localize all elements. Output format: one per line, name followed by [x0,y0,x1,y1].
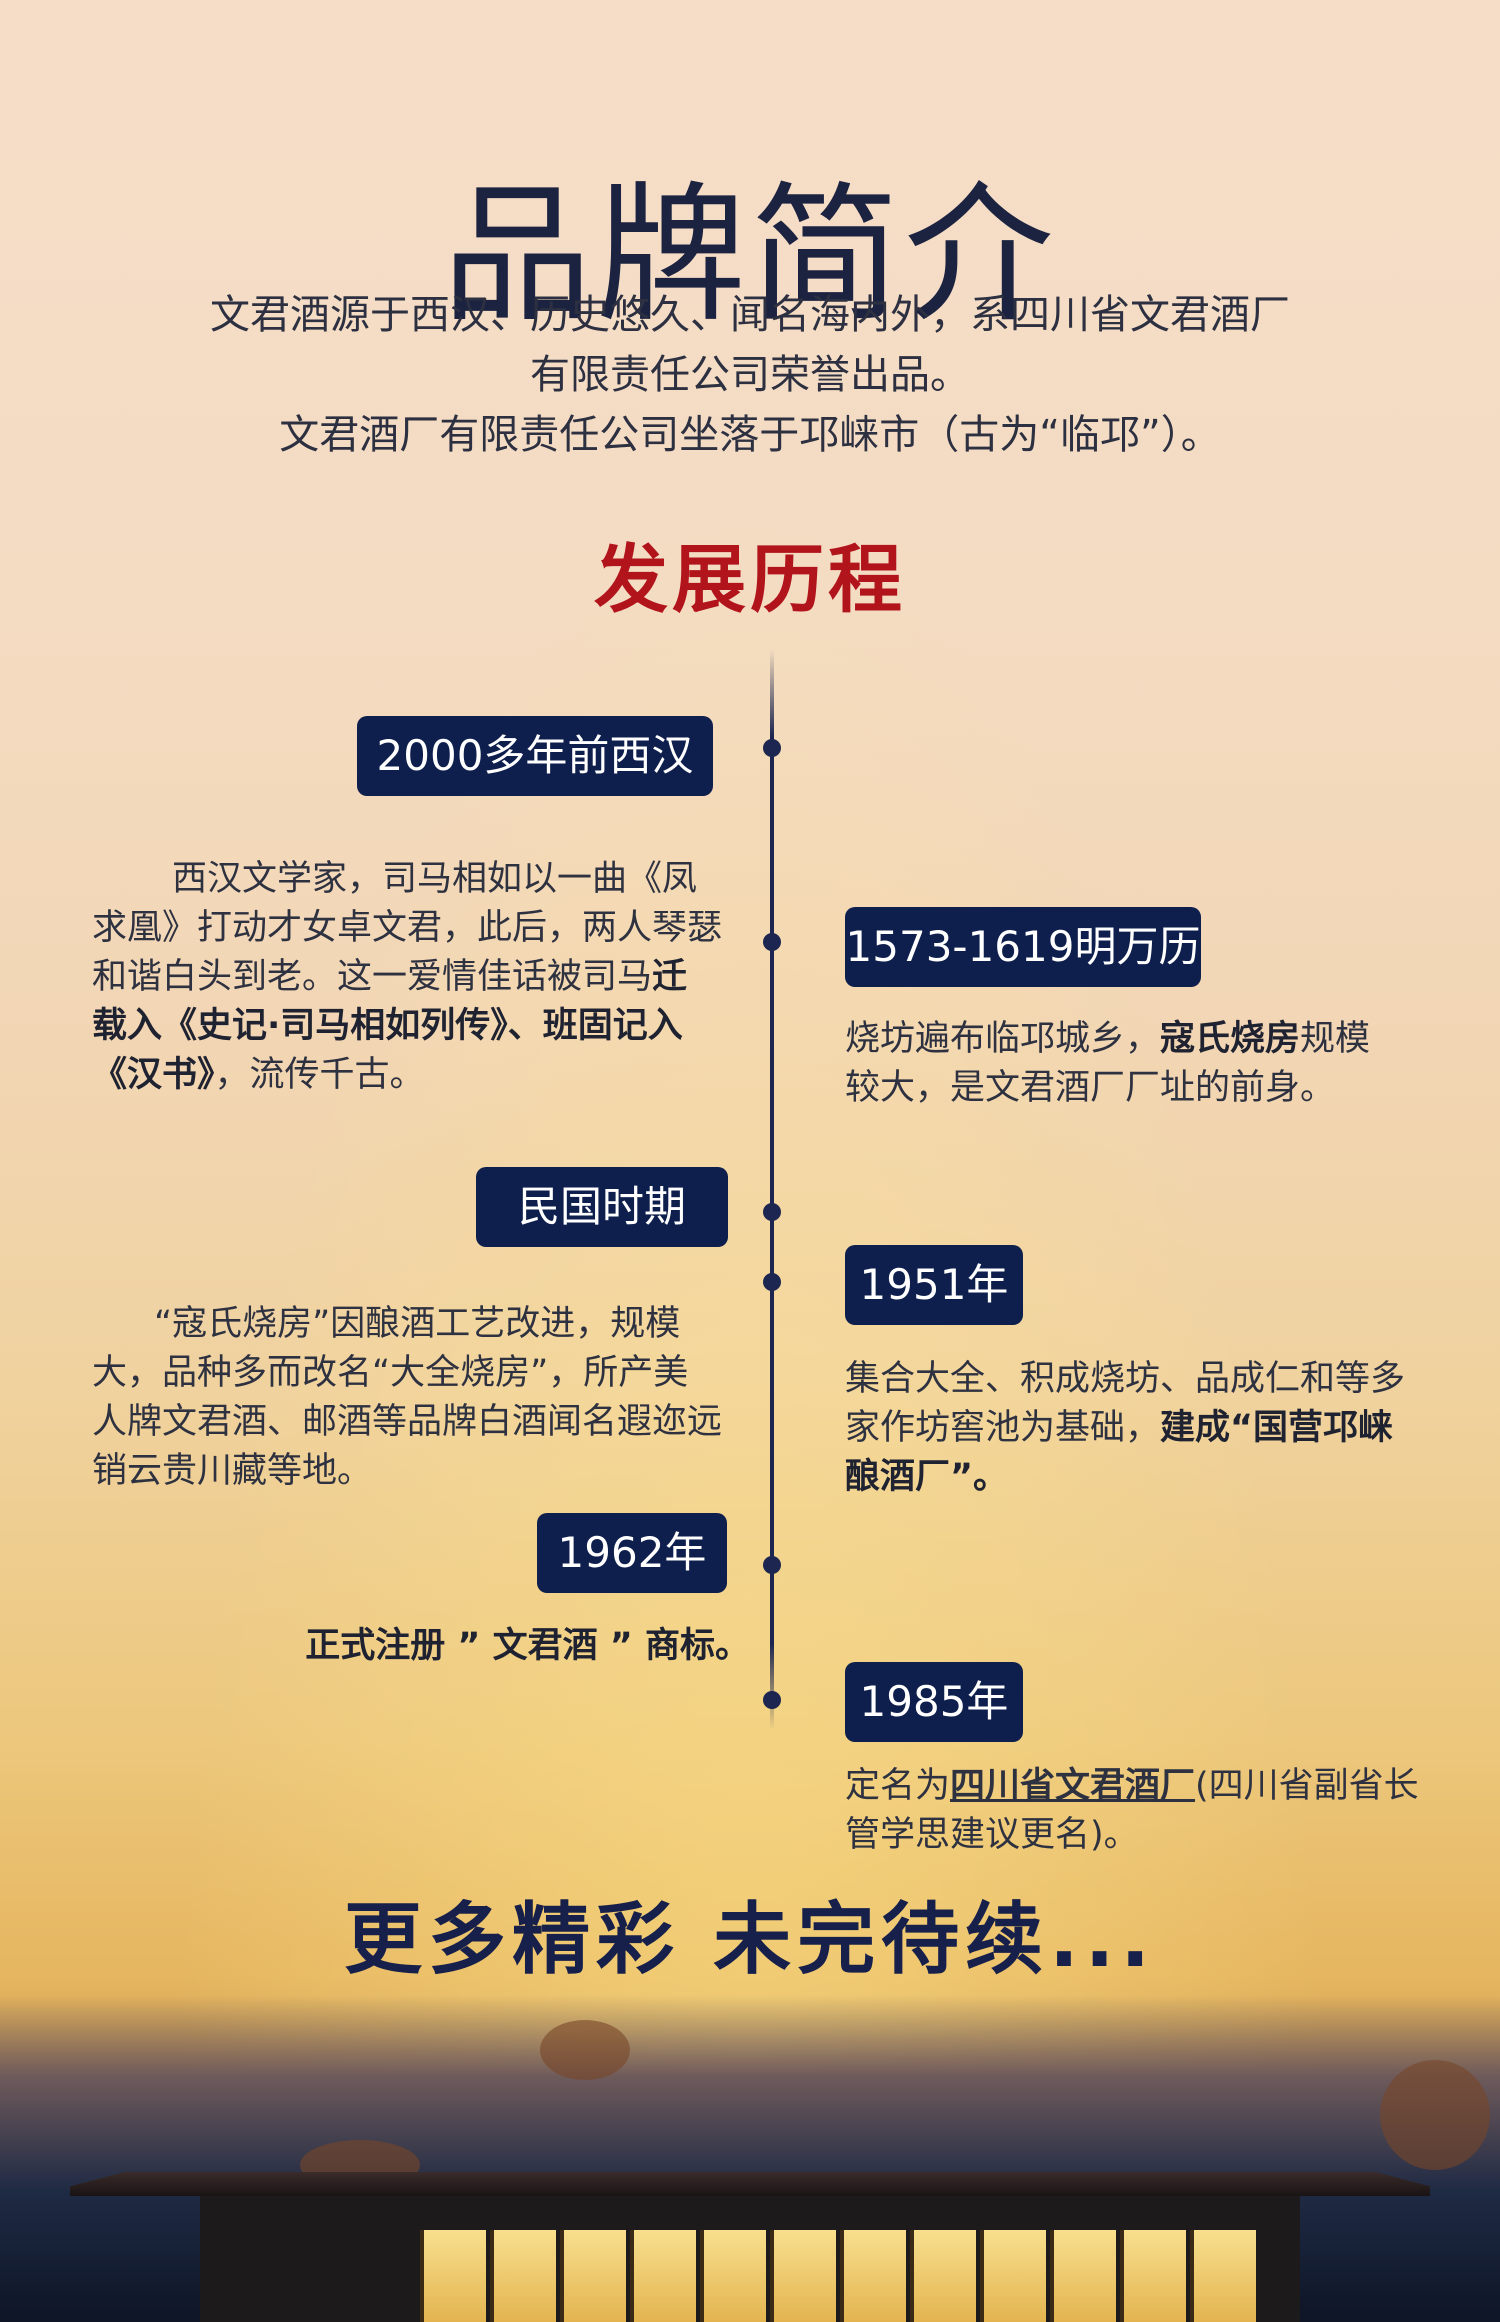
timeline-axis [770,650,774,1730]
more-coming-text: 更多精彩 未完待续... [343,1895,1157,1985]
building-window [840,2230,906,2322]
timeline-dot-2000 [763,739,781,757]
timeline-dot-minguo [763,1203,781,1221]
badge-2000-years: 2000多年前西汉 [357,716,713,796]
event-1573-text: 烧坊遍布临邛城乡，寇氏烧房规模较大，是文君酒厂厂址的前身。 [845,1019,1371,1108]
building-window [700,2230,766,2322]
timeline-dot-1985 [763,1691,781,1709]
event-1985-text: 定名为四川省文君酒厂(四川省副省长管学思建议更名)。 [845,1766,1419,1855]
event-minguo-text: “寇氏烧房”因酿酒工艺改进，规模大，品种多而改名“大全烧房”，所产美人牌文君酒、… [92,1304,723,1491]
intro-line-3: 文君酒厂有限责任公司坐落于邛崃市（古为“临邛”）。 [279,412,1221,458]
building-window [560,2230,626,2322]
intro-line-2: 有限责任公司荣誉出品。 [530,352,970,398]
building-window [910,2230,976,2322]
tree-foliage [540,2020,630,2080]
building-window [490,2230,556,2322]
timeline-dot-1951 [763,1273,781,1291]
building-window [1190,2230,1256,2322]
timeline-title: 发展历程 [594,537,906,623]
building-window [770,2230,836,2322]
building-window [980,2230,1046,2322]
badge-1951: 1951年 [845,1245,1023,1325]
tree-foliage [1380,2060,1490,2170]
page-title: 品牌简介 [441,168,1058,343]
event-2000-text: 西汉文学家，司马相如以一曲《凤求凰》打动才女卓文君，此后，两人琴瑟和谐白头到老。… [92,859,723,1095]
building-window [1120,2230,1186,2322]
badge-1985: 1985年 [845,1662,1023,1742]
badge-1962: 1962年 [537,1513,727,1593]
timeline-dot-1962 [763,1556,781,1574]
building-window [1050,2230,1116,2322]
badge-1573-1619: 1573-1619明万历 [845,907,1201,987]
event-1951-text: 集合大全、积成烧坊、品成仁和等多家作坊窖池为基础，建成“国营邛崃酿酒厂”。 [845,1359,1406,1497]
intro-line-1: 文君酒源于西汉、历史悠久、闻名海内外，系四川省文君酒厂 [210,292,1290,338]
building-roof [70,2172,1430,2196]
building-window [420,2230,486,2322]
event-1962-text: 正式注册 ” 文君酒 ” 商标。 [305,1626,750,1666]
badge-minguo: 民国时期 [476,1167,728,1247]
timeline-dot-1573 [763,933,781,951]
building-window [630,2230,696,2322]
